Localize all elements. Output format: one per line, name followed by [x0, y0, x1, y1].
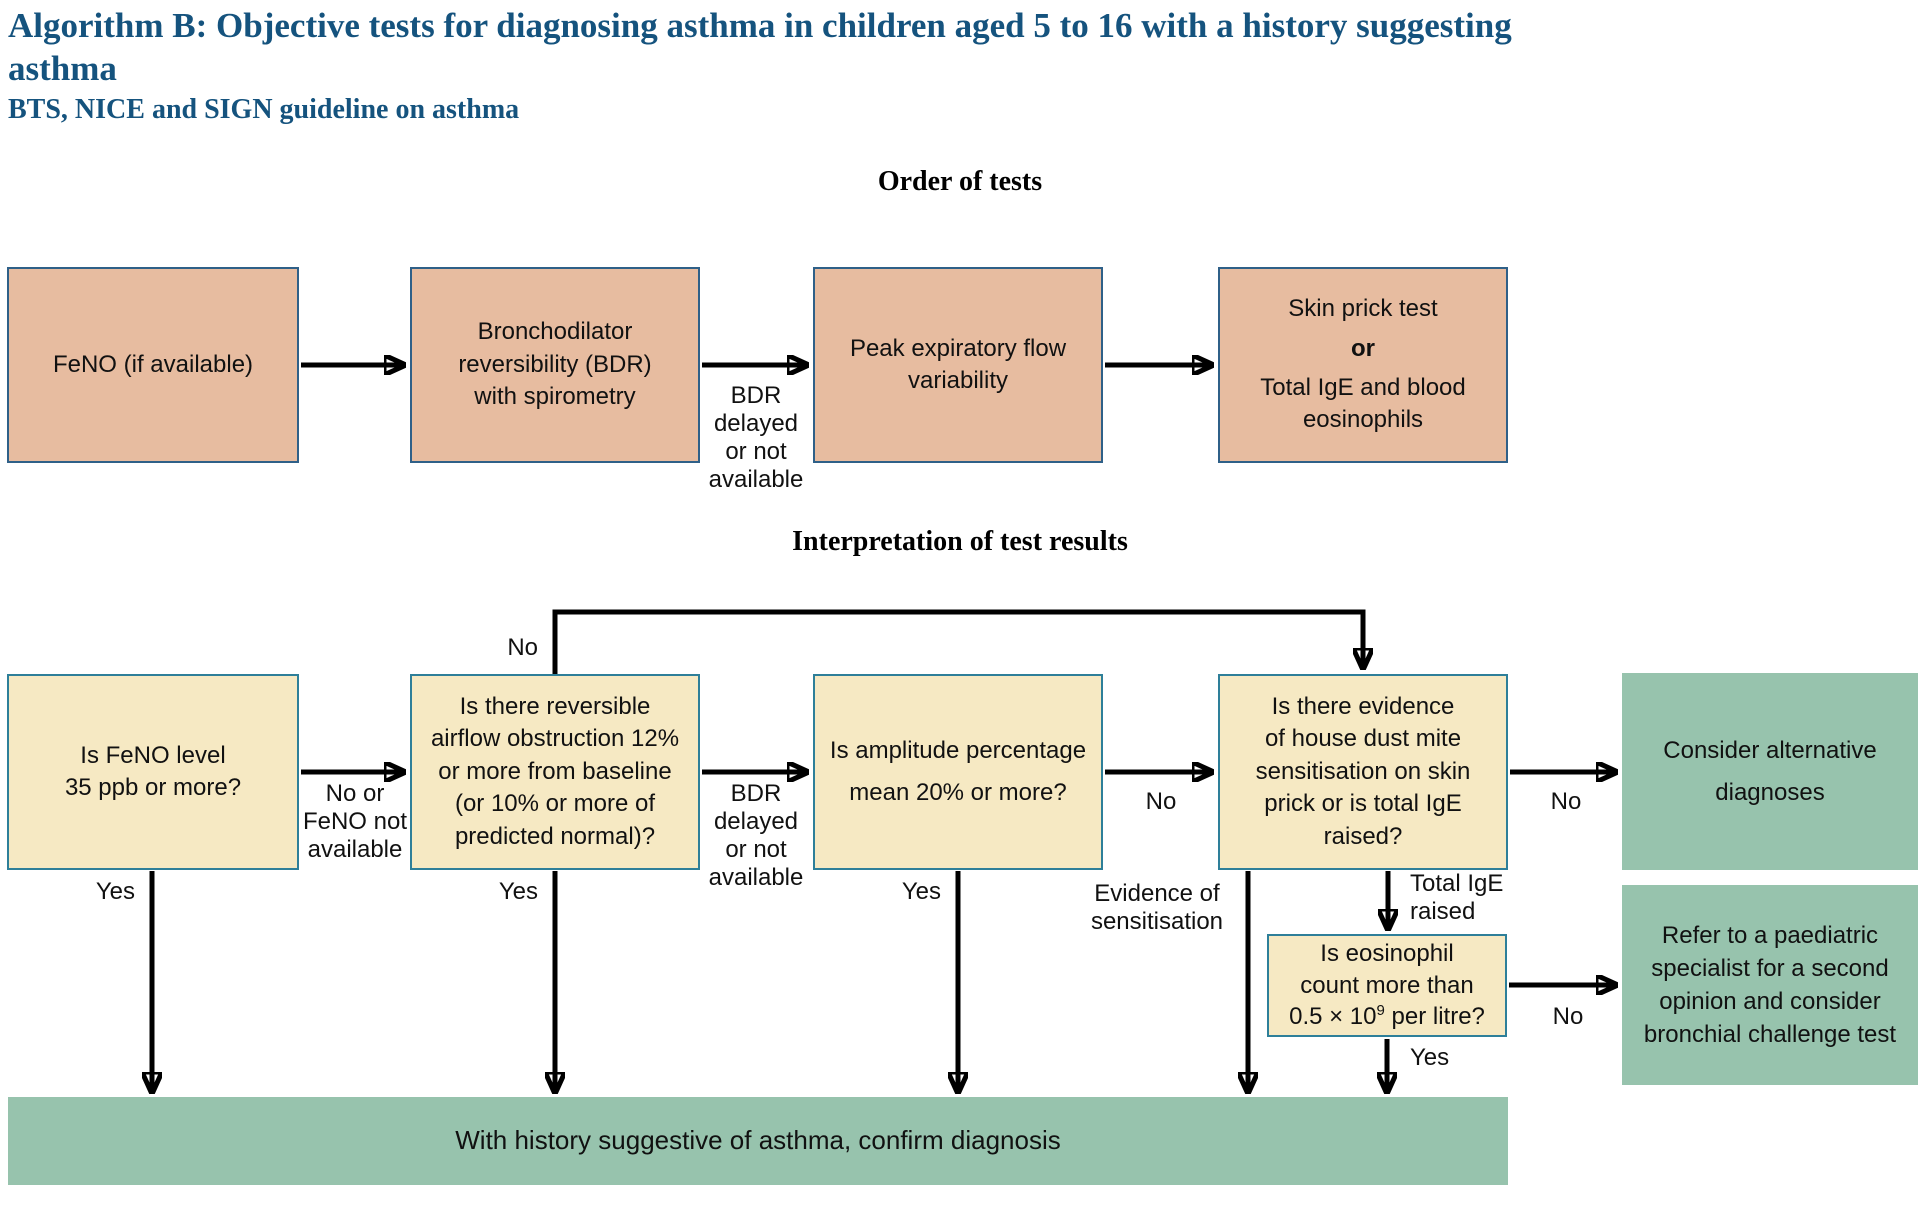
yes-feno-label: Yes — [95, 878, 135, 905]
eosinophil-question-text: Is eosinophil count more than 0.5 × 109 … — [1289, 940, 1485, 1031]
yes-reversible-label: Yes — [498, 878, 538, 905]
interpretation-heading: Interpretation of test results — [792, 526, 1128, 557]
bdr-delayed-label-top: BDR delayed or not available — [708, 382, 804, 494]
no-bypass-label: No — [507, 634, 538, 661]
peak-flow-test-box: Peak expiratory flow variability — [813, 267, 1103, 463]
no-amplitude-label: No — [1145, 788, 1177, 815]
bdr-delayed-label-bottom: BDR delayed or not available — [708, 780, 804, 892]
consider-alternative-diagnoses-box: Consider alternative diagnoses — [1622, 673, 1918, 870]
skin-prick-ige-test-box: Skin prick test or Total IgE and blood e… — [1218, 267, 1508, 463]
feno-test-box: FeNO (if available) — [7, 267, 299, 463]
bdr-spirometry-test-box: Bronchodilator reversibility (BDR) with … — [410, 267, 700, 463]
dust-mite-question-box: Is there evidence of house dust mite sen… — [1218, 674, 1508, 870]
no-or-feno-not-available-label: No or FeNO not available — [302, 780, 408, 864]
superscript-nine: 9 — [1376, 1002, 1385, 1020]
evidence-of-sensitisation-label: Evidence of sensitisation — [1090, 880, 1224, 936]
confirm-diagnosis-bar: With history suggestive of asthma, confi… — [8, 1097, 1508, 1185]
skin-prick-line: Skin prick test — [1288, 295, 1438, 323]
arrow-no-bypass — [552, 609, 1363, 674]
or-separator: or — [1351, 334, 1375, 362]
page-subtitle: BTS, NICE and SIGN guideline on asthma — [8, 94, 520, 125]
reversible-obstruction-question-box: Is there reversible airflow obstruction … — [410, 674, 700, 870]
total-ige-raised-label: Total IgE raised — [1410, 870, 1504, 926]
order-of-tests-heading: Order of tests — [877, 166, 1043, 197]
no-eosinophil-label: No — [1552, 1003, 1584, 1030]
yes-amplitude-label: Yes — [901, 878, 941, 905]
refer-paediatric-specialist-box: Refer to a paediatric specialist for a s… — [1622, 885, 1918, 1085]
no-dust-mite-label: No — [1550, 788, 1582, 815]
page-title: Algorithm B: Objective tests for diagnos… — [8, 6, 1512, 89]
feno-question-box: Is FeNO level 35 ppb or more? — [7, 674, 299, 870]
total-ige-line: Total IgE and blood eosinophils — [1260, 374, 1466, 434]
amplitude-question-box: Is amplitude percentage mean 20% or more… — [813, 674, 1103, 870]
yes-eosinophil-label: Yes — [1410, 1044, 1450, 1071]
eosinophil-question-box: Is eosinophil count more than 0.5 × 109 … — [1267, 934, 1507, 1037]
